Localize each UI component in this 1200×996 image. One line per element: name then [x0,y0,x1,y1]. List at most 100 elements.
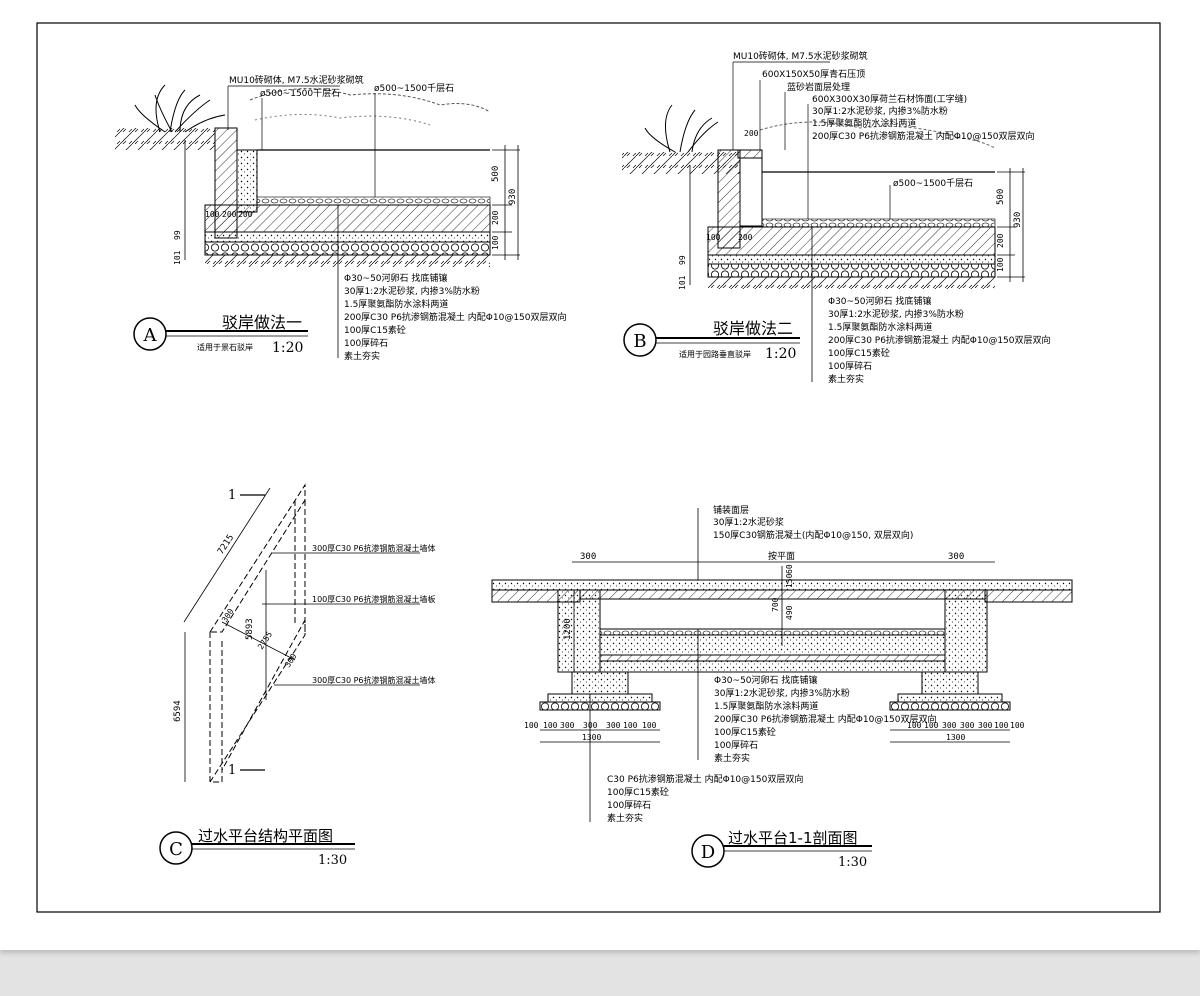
drawing-frame [36,22,1161,913]
note-text: 300厚C30 P6抗渗钢筋混凝土墙体 [312,543,436,553]
pebble-layer [599,628,946,636]
note-text: 600X300X30厚荷兰石材饰面(工字缝) [812,93,967,105]
dim-label: 300 [960,721,975,730]
detail-c: 1 1 7215 5893 2755 300 300 6594 300厚C30 … [159,483,436,868]
detail-letter: C [169,839,183,860]
detail-scale: 1:20 [765,346,796,362]
detail-bubble [159,831,193,865]
dim-label: 100 [907,721,922,730]
dim-label: 300 [560,721,575,730]
stone-sketch [759,121,996,149]
c15-layer [707,254,996,265]
dim-label: 200 [996,233,1005,248]
drawing-sheet: 500 930 200 100 99 101 100 200 200 MU10砖… [0,0,1200,950]
detail-subtitle: 适用于景石驳岸 [197,342,253,352]
layer-list: Φ30~50河卵石 找底铺镶 30厚1:2水泥砂浆, 内掺3%防水粉 1.5厚聚… [344,272,567,362]
layer-text: 200厚C30 P6抗渗钢筋混凝土 内配Φ10@150双层双向 [714,713,937,725]
dim-label: 300 [580,552,596,562]
dim-label: 100 [642,721,657,730]
dim-line [183,487,271,623]
dim-label: 100 [524,721,539,730]
pebble-layer [761,218,996,228]
footing-layer-list: C30 P6抗渗钢筋混凝土 内配Φ10@150双层双向 100厚C15素砼 10… [607,773,803,824]
stone-sketch [249,88,491,113]
dim-label: 100 [205,210,220,219]
layer-text: C30 P6抗渗钢筋混凝土 内配Φ10@150双层双向 [607,773,803,785]
detail-scale: 1:30 [838,855,867,870]
footing-dims-right: 100 100 300 300 300 100 100 1300 [890,721,1025,743]
deck-slab [579,589,986,600]
layer-text: 30厚1:2水泥砂浆, 内掺3%防水粉 [828,308,964,320]
layer-text: 200厚C30 P6抗渗钢筋混凝土 内配Φ10@150双层双向 [828,334,1051,346]
layer-text: Φ30~50河卵石 找底铺镶 [344,272,447,284]
concrete-slab [204,204,491,233]
soil-hatch [205,255,490,267]
top-notes: MU10砖砌体, M7.5水泥砂浆砌筑 600X150X50厚青石压顶 蓝砂岩面… [733,50,1035,142]
bottom-layer-list: Φ30~50河卵石 找底铺镶 30厚1:2水泥砂浆, 内掺3%防水粉 1.5厚聚… [714,674,937,764]
note-text: 1.5厚聚氨酯防水涂料两道 [812,117,916,129]
dim-label: 99 [678,255,687,265]
dim-label: 200 [744,129,759,138]
plant-icon [644,104,719,153]
note-text: 30厚1:2水泥砂浆, 内掺3%防水粉 [812,105,948,117]
dim-label: 1300 [582,733,601,742]
soil-hatch [708,277,995,289]
layer-text: 30厚1:2水泥砂浆, 内掺3%防水粉 [344,285,480,297]
detail-subtitle: 适用于园路垂直驳岸 [679,349,751,359]
note-text: 200厚C30 P6抗渗钢筋混凝土 内配Φ10@150双层双向 [812,130,1035,142]
cad-drawing: 500 930 200 100 99 101 100 200 200 MU10砖… [36,22,1161,913]
layer-text: 铺装面层 [713,504,749,516]
layer-text: Φ30~50河卵石 找底铺镶 [828,295,931,307]
detail-b: 500 930 200 100 99 101 100 200 200 MU10砖… [622,50,1051,385]
side-wall [944,589,988,673]
gravel-layer [204,241,491,256]
dim-label: 100 [706,233,721,242]
detail-title: 驳岸做法二 [713,319,793,338]
note-text: ø500~1500千层石 [893,178,973,189]
detail-scale: 1:20 [272,340,303,356]
detail-scale: 1:30 [318,853,347,868]
layer-text: 100厚C15素砼 [344,324,406,336]
detail-title: 过水平台结构平面图 [198,827,333,845]
layer-text: 1.5厚聚氨酯防水涂料两道 [828,321,932,333]
dim-label: 100 [924,721,939,730]
layer-text: 素土夯实 [607,812,643,824]
dim-label: 100 [1010,721,1025,730]
dim-label: 300 [948,552,964,562]
note-text: ø500~1500千层石 [374,83,454,94]
dim-label: 100 [623,721,638,730]
dim-label: 200 [222,210,237,219]
note-text: 300厚C30 P6抗渗钢筋混凝土墙体 [312,675,436,685]
dim-label: 300 [606,721,621,730]
layer-text: 100厚C15素砼 [607,786,669,798]
footing-dims-left: 100 100 300 300 300 100 100 1300 [524,721,660,743]
dim-label: 101 [678,275,687,290]
rock-edge [236,149,258,213]
layer-text: 100厚碎石 [828,360,872,372]
dim-label: 500 [996,189,1006,205]
stone-facing [739,157,763,227]
layer-text: 素土夯实 [828,373,864,385]
top-layer-list: 铺装面层 30厚1:2水泥砂浆 150厚C30钢筋混凝土(内配Φ10@150, … [713,504,913,541]
note-text: 600X150X50厚青石压顶 [762,68,865,80]
dim-label: 200 [738,233,753,242]
dim-label: 300 [942,721,957,730]
note-text: 100厚C30 P6抗渗钢筋混凝土墙板 [312,594,436,604]
base-slab [599,634,946,656]
dim-label: 100 [543,721,558,730]
dim-label: 99 [173,230,182,240]
dim-label: 200 [491,210,500,225]
note-text: MU10砖砌体, M7.5水泥砂浆砌筑 [229,74,364,86]
footing [571,671,629,695]
footing [921,671,979,695]
center-label: 按平面 [768,550,795,562]
detail-title: 驳岸做法一 [222,313,302,332]
dim-label: 1200 [563,618,573,640]
pebble-layer [256,196,491,206]
detail-bubble [623,323,657,357]
concrete-slab [707,226,996,256]
note-text: 蓝砂岩面层处理 [787,81,850,93]
side-wall [557,589,601,673]
layer-text: 素土夯实 [344,350,380,362]
layer-text: 100厚C15素砼 [714,726,776,738]
